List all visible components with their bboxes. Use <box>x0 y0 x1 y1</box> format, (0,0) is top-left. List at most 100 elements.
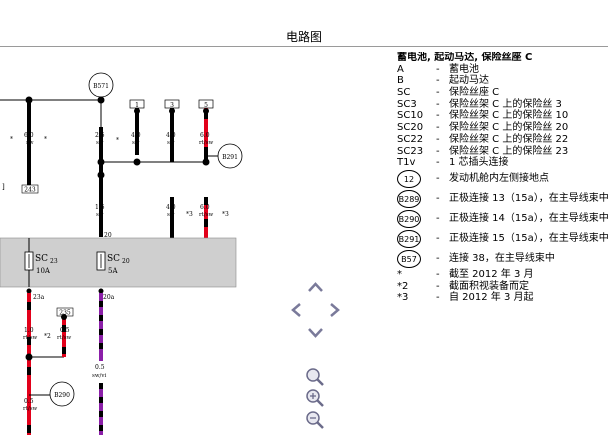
legend-dash: - <box>436 145 440 157</box>
circuit-diagram[interactable]: 6.0 sw * * 243 ] B571 * 2.5 sw 1 4.0 sw … <box>0 47 390 435</box>
legend-dash: - <box>436 122 440 134</box>
zoom-in-button[interactable] <box>304 387 326 409</box>
fuse-sc23: SC 23 10A <box>24 238 58 287</box>
wire-label-size: 6.0 <box>24 132 34 139</box>
connector-b291 <box>217 143 243 169</box>
wire-label-color: sw <box>167 140 175 146</box>
fuse-holder-sc <box>0 237 237 288</box>
legend-description: 自 2012 年 3 月起 <box>449 292 534 304</box>
legend-description: 截至 2012 年 3 月 <box>449 268 534 280</box>
legend-dash: - <box>436 87 440 99</box>
connector-b571-label: B571 <box>93 83 109 90</box>
legend-row: *2-截面积视装备而定 <box>397 281 608 293</box>
legend-description: 保险丝架 C 上的保险丝 10 <box>449 110 569 122</box>
note-star: * <box>44 136 47 143</box>
chevron-up-icon[interactable] <box>308 282 323 292</box>
legend-row: SC20-保险丝架 C 上的保险丝 20 <box>397 122 608 134</box>
legend-dash: - <box>436 232 440 244</box>
wire-label-color: sw/vi <box>92 373 106 379</box>
legend-row: 12-发动机舱内左侧接地点 <box>397 169 608 189</box>
terminal-5: 5 <box>204 102 208 109</box>
legend-row: SC10-保险丝架 C 上的保险丝 10 <box>397 110 608 122</box>
legend-row: B291 -正极连接 15（15a），在主导线束中 <box>397 229 608 249</box>
wire-label-color: sw <box>167 212 175 218</box>
note-star: * <box>10 136 13 143</box>
legend-circle-code: B290 <box>397 209 421 228</box>
wire-label-size: 4.0 <box>166 204 176 211</box>
svg-text:SC: SC <box>35 254 48 264</box>
legend-circle-code: B57 <box>397 249 421 268</box>
legend-description: 1 芯插头连接 <box>449 157 509 169</box>
legend-row: B290 -正极连接 14（15a），在主导线束中 <box>397 209 608 229</box>
wire-label-color: sw <box>96 140 104 146</box>
legend-code: B <box>397 75 404 87</box>
legend-dash: - <box>436 75 440 87</box>
fuse-sc20-number: 20 <box>122 258 130 265</box>
svg-text:SC: SC <box>107 254 120 264</box>
legend-row: T1v-1 芯插头连接 <box>397 157 608 169</box>
legend-dash: - <box>436 212 440 224</box>
title-divider <box>0 46 608 47</box>
wire-label-size: 4.0 <box>131 132 141 139</box>
wire-label-size: 1.0 <box>24 327 34 334</box>
legend-circle-code: B291 <box>397 229 421 248</box>
legend-code: SC23 <box>397 145 424 157</box>
wire-label-size: 0.5 <box>24 398 34 405</box>
legend-dash: - <box>436 192 440 204</box>
legend-code: SC <box>397 87 411 99</box>
zoom-in-icon <box>306 389 324 407</box>
legend-heading: 蓄电池, 起动马达, 保险丝座 C <box>397 52 533 63</box>
legend-description: 正极连接 13（15a），在主导线束中 <box>449 192 608 204</box>
legend-dash: - <box>436 98 440 110</box>
legend-code: SC22 <box>397 133 424 145</box>
terminal-235: 235 <box>59 310 71 317</box>
legend-dash: - <box>436 268 440 280</box>
legend-description: 正极连接 15（15a），在主导线束中 <box>449 232 608 244</box>
legend-description: 正极连接 14（15a），在主导线束中 <box>449 212 608 224</box>
legend-row: SC3-保险丝架 C 上的保险丝 3 <box>397 99 608 111</box>
pin-23a: 23a <box>33 294 45 301</box>
wire-label-size: 0.5 <box>95 364 105 371</box>
legend-description: 保险丝架 C 上的保险丝 23 <box>449 145 569 157</box>
note-star2: *2 <box>44 333 51 340</box>
legend-dash: - <box>436 133 440 145</box>
wire-label-color: rt/sw <box>199 212 214 218</box>
left-bracket: ] <box>2 183 5 191</box>
legend-row: SC22-保险丝架 C 上的保险丝 22 <box>397 134 608 146</box>
legend-description: 保险丝座 C <box>449 87 500 99</box>
wire-label-size: 0.5 <box>60 327 70 334</box>
note-star3: *3 <box>222 211 229 218</box>
pan-control[interactable] <box>288 278 343 338</box>
zoom-fit-button[interactable] <box>304 366 326 388</box>
connector-b290-label: B290 <box>54 392 70 399</box>
wire-label-color: rt/sw <box>23 335 38 341</box>
legend-code: * <box>397 268 402 280</box>
legend-dash: - <box>436 292 440 304</box>
terminal-1: 1 <box>135 102 139 109</box>
wire-label-size: 4.0 <box>166 132 176 139</box>
zoom-out-button[interactable] <box>304 409 326 431</box>
legend-code: SC10 <box>397 110 424 122</box>
wire-label-size: 6.0 <box>200 204 210 211</box>
wire-label-size: 1.5 <box>95 204 105 211</box>
connector-b290 <box>49 381 75 407</box>
legend-row: A-蓄电池 <box>397 64 608 76</box>
legend-dash: - <box>436 252 440 264</box>
legend-row: * -截至 2012 年 3 月 <box>397 269 608 281</box>
wire-label-color: sw <box>26 140 34 146</box>
note-star3: *3 <box>186 211 193 218</box>
wire-label-color: sw <box>96 212 104 218</box>
legend-row: SC -保险丝座 C <box>397 87 608 99</box>
wire-label-color: sw <box>132 140 140 146</box>
fuse-sc20: SC 20 5A <box>96 251 130 275</box>
chevron-left-icon[interactable] <box>291 303 301 317</box>
chevron-down-icon[interactable] <box>308 328 323 338</box>
legend-code: *2 <box>397 280 409 292</box>
chevron-right-icon[interactable] <box>330 303 340 317</box>
terminal-3: 3 <box>170 102 174 109</box>
legend-description: 蓄电池 <box>449 63 479 75</box>
wire-label-color: rt/sw <box>57 335 72 341</box>
zoom-fit-icon <box>306 368 324 386</box>
legend-code: SC3 <box>397 98 417 110</box>
